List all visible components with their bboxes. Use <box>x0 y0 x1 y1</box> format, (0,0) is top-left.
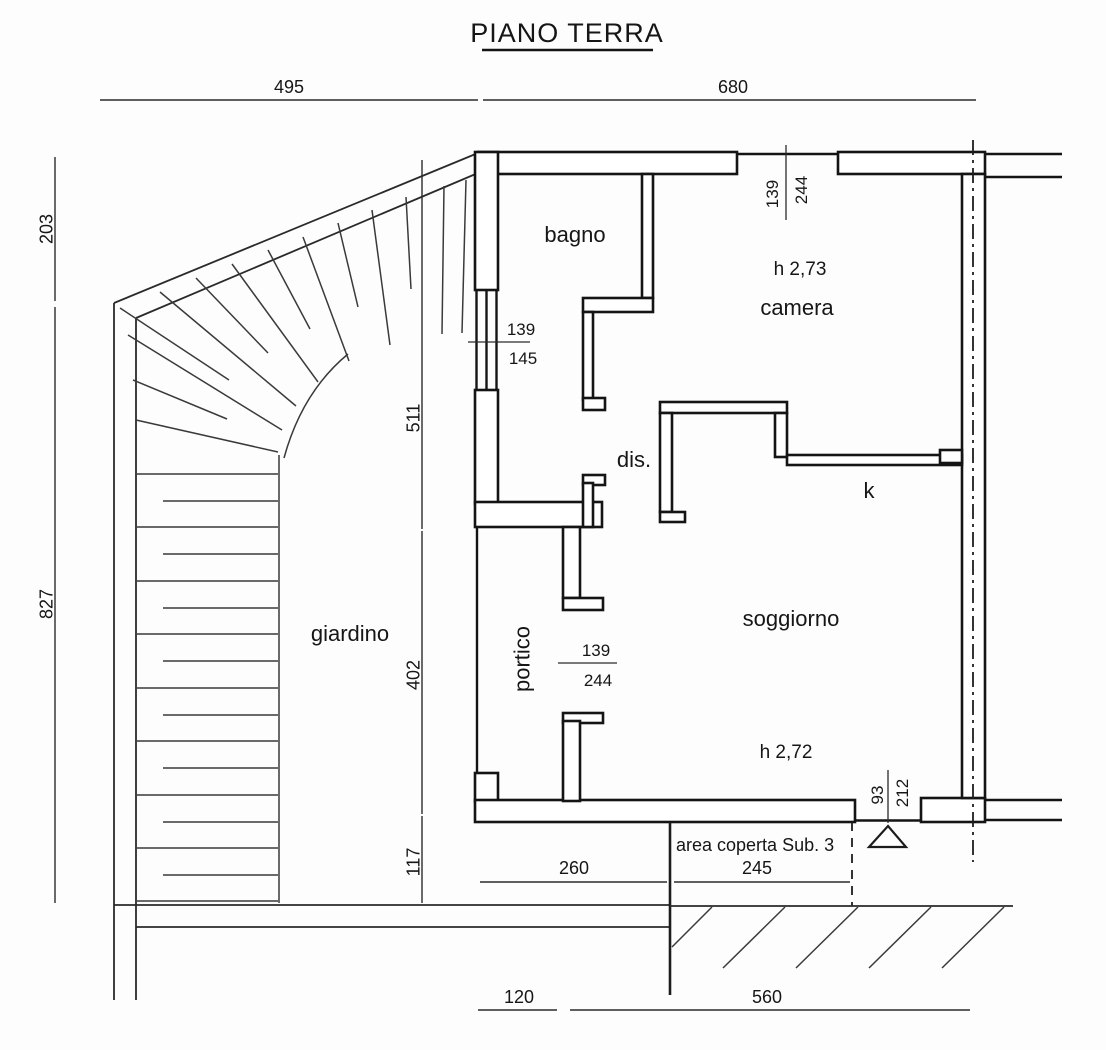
room-label-k: k <box>864 478 876 503</box>
dim-middle-center: 402 <box>403 660 423 690</box>
entrance-triangle-icon <box>866 824 909 849</box>
room-label-portico: portico <box>510 626 535 692</box>
dim-left-upper: 203 <box>36 214 56 244</box>
room-labels: bagno h 2,73 camera dis. k giardino port… <box>311 222 876 855</box>
dim-middle-lower: 117 <box>403 848 423 877</box>
dimension-labels: 495 680 203 827 511 402 117 260 245 120 … <box>36 77 782 1007</box>
dim-covered-left: 260 <box>559 858 589 878</box>
entrance-width-label: 93 <box>868 786 887 805</box>
bagno-window-width-label: 139 <box>507 320 535 339</box>
room-label-camera: camera <box>760 295 834 320</box>
camera-window-width-label: 139 <box>763 180 782 208</box>
dim-bottom-left: 120 <box>504 987 534 1007</box>
page-title: PIANO TERRA <box>470 18 664 48</box>
room-label-giardino: giardino <box>311 621 389 646</box>
dimension-lines <box>55 100 976 1010</box>
camera-height-label: h 2,73 <box>774 259 827 280</box>
opening-labels: 139 145 139 244 139 244 93 212 <box>468 145 912 807</box>
dim-top-left: 495 <box>274 77 304 97</box>
entrance-height-label: 212 <box>893 779 912 807</box>
dim-bottom-right: 560 <box>752 987 782 1007</box>
garden-boundary <box>113 152 670 1000</box>
room-label-dis: dis. <box>617 447 651 472</box>
camera-window-height-label: 244 <box>792 176 811 204</box>
soggiorno-height-label: h 2,72 <box>760 742 813 763</box>
reference-lines <box>668 140 1013 995</box>
room-label-bagno: bagno <box>544 222 605 247</box>
covered-area-label: area coperta Sub. 3 <box>676 835 834 855</box>
entrance-marker <box>866 770 909 849</box>
dim-covered-right: 245 <box>742 858 772 878</box>
dim-top-right: 680 <box>718 77 748 97</box>
dim-left-lower: 827 <box>36 589 56 619</box>
portico-door-height-label: 244 <box>584 671 612 690</box>
garden-slope-hatch <box>119 179 467 903</box>
portico-door-width-label: 139 <box>582 641 610 660</box>
drawing-title: PIANO TERRA <box>470 18 664 52</box>
dim-middle-upper: 511 <box>403 404 423 433</box>
bagno-window-height-label: 145 <box>509 349 537 368</box>
walls <box>473 150 1062 824</box>
room-label-soggiorno: soggiorno <box>743 606 840 631</box>
